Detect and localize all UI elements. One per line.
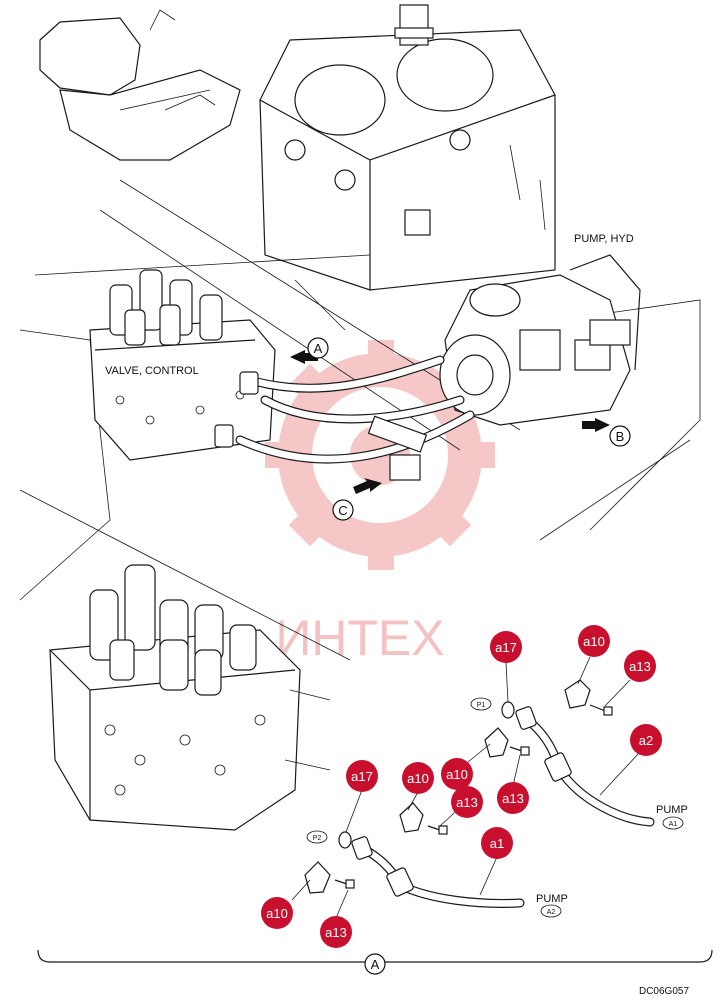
svg-text:a1: a1 xyxy=(490,836,504,851)
o-ring-top xyxy=(501,701,515,719)
callout-a13-bot: a13 xyxy=(320,916,352,948)
operator-seat xyxy=(39,9,241,161)
callout-a13-top: a13 xyxy=(624,650,656,682)
port-p2: P2 xyxy=(306,830,328,844)
svg-text:a13: a13 xyxy=(325,925,347,940)
callout-a1: a1 xyxy=(481,827,513,859)
view-b-marker: B xyxy=(609,425,631,447)
view-a-marker: A xyxy=(307,337,329,359)
flange-clamp-top xyxy=(564,679,591,709)
svg-text:a10: a10 xyxy=(446,767,468,782)
svg-text:P2: P2 xyxy=(313,835,322,842)
svg-text:a10: a10 xyxy=(266,906,288,921)
hydraulic-pump-upper xyxy=(439,254,641,426)
pump-hyd-label: PUMP, HYD xyxy=(574,233,634,245)
callout-a10-bot: a10 xyxy=(261,897,293,929)
svg-text:A: A xyxy=(371,957,380,972)
svg-text:a13: a13 xyxy=(456,795,478,810)
port-a1: A1 xyxy=(662,816,684,830)
bolts xyxy=(334,704,613,889)
callout-a10-mid1: a10 xyxy=(402,762,434,794)
detail-bracket xyxy=(37,949,713,963)
hoses-upper xyxy=(214,355,475,481)
svg-text:A1: A1 xyxy=(669,821,678,828)
callout-a10-mid2: a10 xyxy=(441,758,473,790)
svg-text:a10: a10 xyxy=(407,771,429,786)
valve-control-label: VALVE, CONTROL xyxy=(105,365,199,377)
callout-a2: a2 xyxy=(630,724,662,756)
flange-clamp-bot xyxy=(304,861,331,894)
o-ring-mid xyxy=(338,831,352,849)
watermark-text: ИНТЕХ xyxy=(275,610,444,666)
svg-text:A: A xyxy=(314,341,323,356)
flange-clamp-mid1 xyxy=(484,727,509,758)
hose-assembly-a1 xyxy=(351,836,525,908)
svg-text:A2: A2 xyxy=(547,909,556,916)
view-c-marker: C xyxy=(332,499,354,521)
pump-label-top: PUMP xyxy=(656,804,688,816)
svg-text:a17: a17 xyxy=(351,769,373,784)
flange-clamp-mid2 xyxy=(399,802,424,833)
callout-a17-mid: a17 xyxy=(346,760,378,792)
svg-text:B: B xyxy=(616,429,625,444)
svg-text:a17: a17 xyxy=(495,640,517,655)
svg-text:P1: P1 xyxy=(477,702,486,709)
control-valve-detail xyxy=(49,564,331,831)
svg-text:a13: a13 xyxy=(629,659,651,674)
pump-label-bottom: PUMP xyxy=(536,893,568,905)
callout-a13-mid2: a13 xyxy=(497,782,529,814)
svg-text:a2: a2 xyxy=(639,733,653,748)
hydraulic-tank xyxy=(259,4,556,331)
svg-text:a10: a10 xyxy=(583,634,605,649)
callout-a10-top: a10 xyxy=(578,625,610,657)
svg-text:a13: a13 xyxy=(502,791,524,806)
leader-lines xyxy=(291,656,641,919)
callout-a17-top: a17 xyxy=(490,631,522,663)
svg-text:C: C xyxy=(338,503,347,518)
port-p1: P1 xyxy=(470,697,492,711)
callout-a13-mid1: a13 xyxy=(451,786,483,818)
hose-assembly-a2 xyxy=(515,706,655,827)
detail-a-marker: A xyxy=(364,953,386,975)
port-a2: A2 xyxy=(540,904,562,918)
drawing-code: DC06G057 xyxy=(639,986,689,997)
